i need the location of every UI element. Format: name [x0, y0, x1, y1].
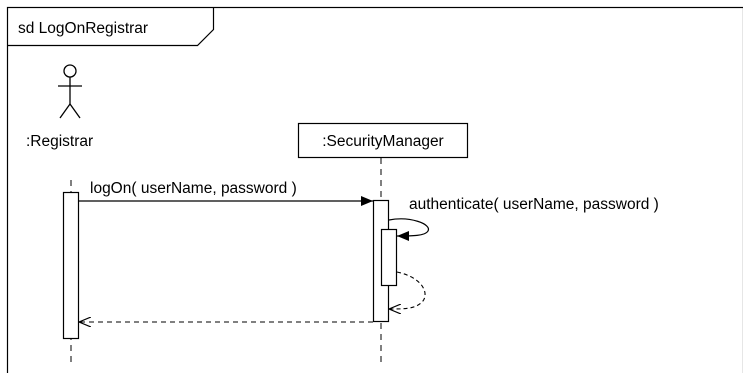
authenticate-message-arrow	[388, 218, 429, 241]
security-manager-label: :SecurityManager	[322, 133, 443, 150]
frame-title: sd LogOnRegistrar	[18, 20, 148, 37]
registrar-activation-bar	[62, 191, 80, 340]
diagram-frame	[6, 6, 743, 373]
security-manager-box	[297, 122, 469, 159]
registrar-label: :Registrar	[26, 133, 93, 150]
authenticate-activation-bar	[380, 228, 398, 287]
logon-message-label: logOn( userName, password )	[90, 180, 297, 197]
frame-title-tab	[7, 7, 215, 47]
authenticate-message-label: authenticate( userName, password )	[409, 196, 659, 213]
registrar-actor-icon	[58, 64, 82, 119]
